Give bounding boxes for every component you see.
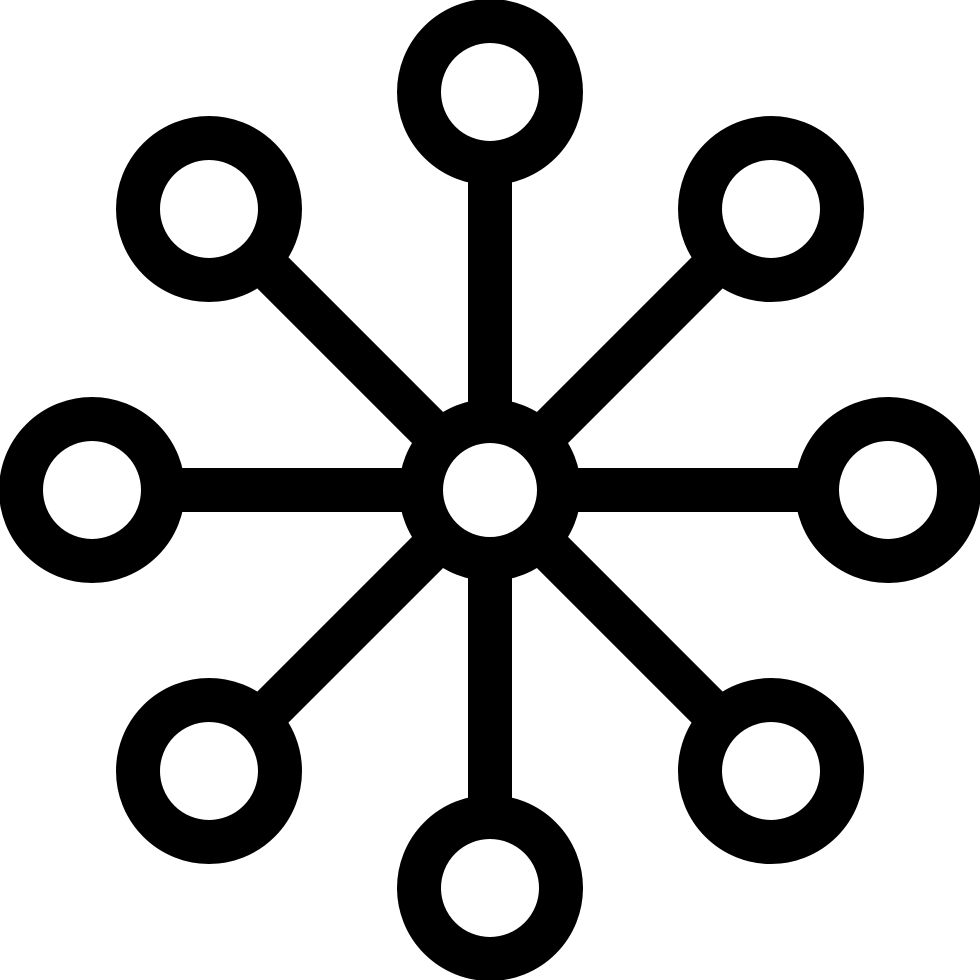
node-left: [0, 397, 185, 583]
node-bottom-left: [116, 678, 302, 864]
node-top-right: [678, 116, 864, 302]
node-top: [397, 0, 583, 185]
node-right: [795, 397, 980, 583]
node-bottom: [397, 795, 583, 980]
node-bottom-right: [678, 678, 864, 864]
node-top-left: [116, 116, 302, 302]
hub-node: [399, 399, 581, 581]
